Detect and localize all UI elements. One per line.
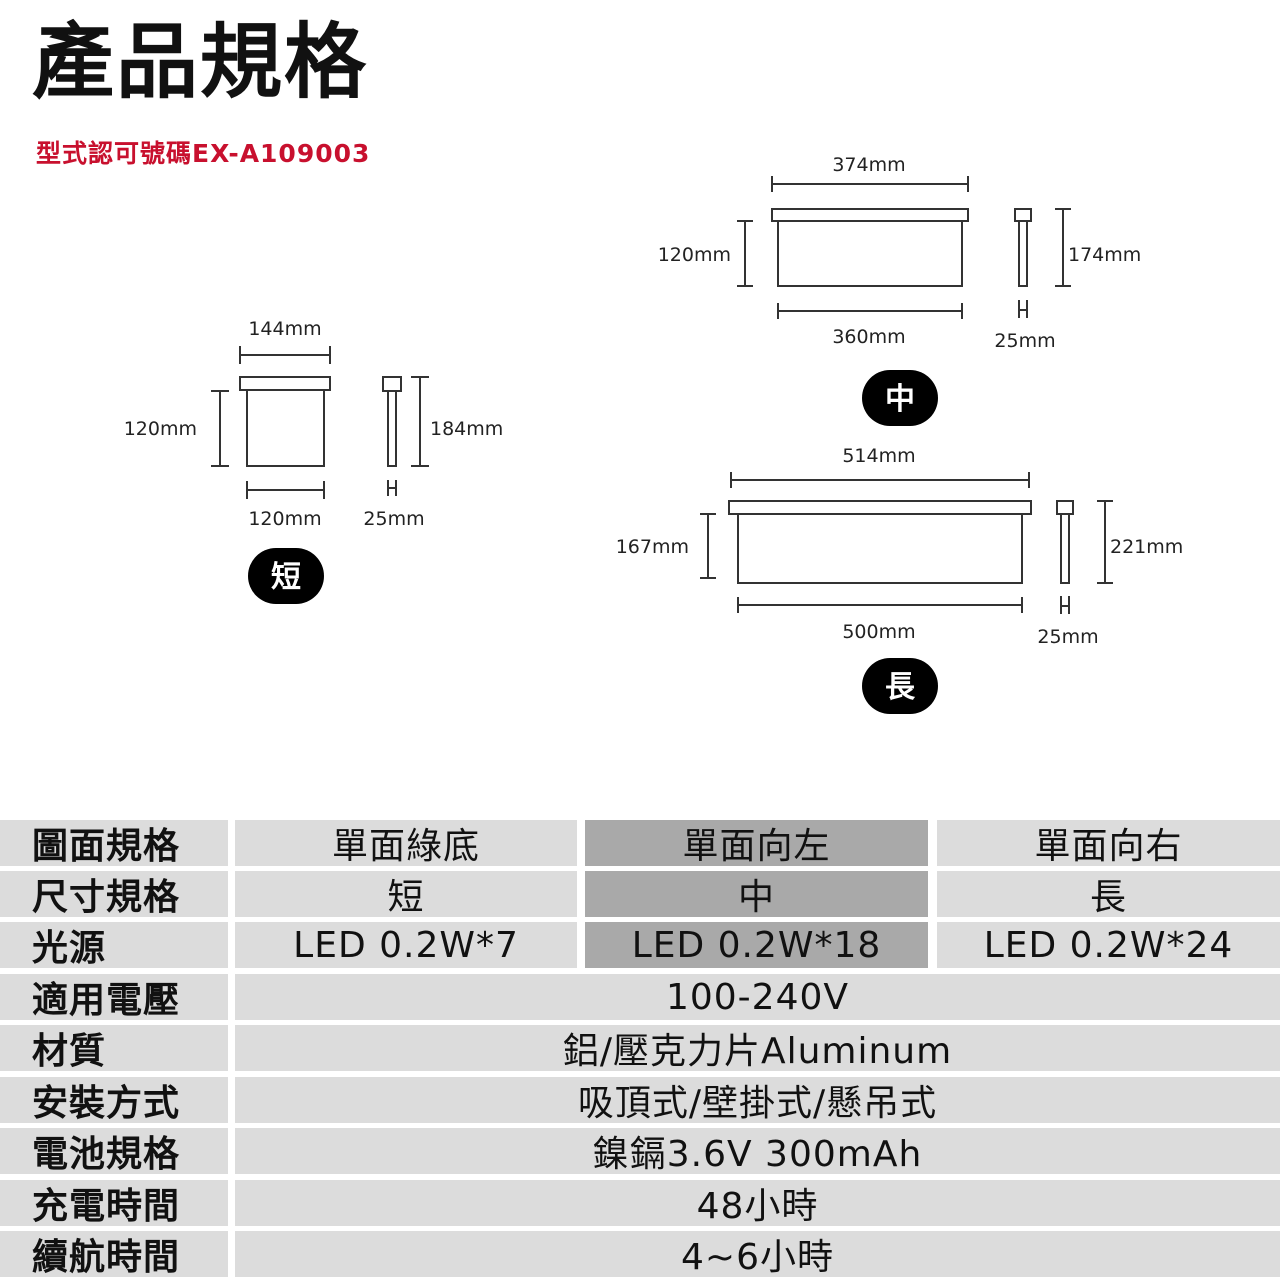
table-row: 電池規格 鎳鎘3.6V 300mAh: [0, 1128, 1280, 1175]
long-badge: [862, 658, 938, 714]
long-total-height-label: 221mm: [1110, 536, 1183, 558]
table-cell-highlight: 中: [585, 871, 928, 918]
table-cell: 100-240V: [235, 974, 1280, 1020]
short-depth-dimension: [387, 480, 397, 496]
medium-depth-dimension: [1018, 300, 1028, 318]
long-side-cap: [1056, 500, 1074, 515]
short-top-bar: [239, 376, 331, 391]
short-top-dimension: [239, 346, 331, 364]
short-total-height-label: 184mm: [430, 418, 503, 440]
table-row: 適用電壓 100-240V: [0, 974, 1280, 1021]
medium-top-bar: [771, 208, 969, 222]
long-bottom-width-label: 500mm: [842, 621, 915, 643]
table-cell-highlight: 單面向左: [585, 820, 928, 867]
long-height-label: 167mm: [616, 536, 689, 558]
long-top-bar: [728, 500, 1032, 515]
medium-side-cap: [1014, 208, 1032, 222]
row-label: 尺寸規格: [0, 871, 228, 918]
table-row: 尺寸規格 短 中 長: [0, 871, 1280, 918]
long-depth-label: 25mm: [1037, 626, 1098, 648]
medium-badge: [862, 370, 938, 426]
table-cell: 鋁/壓克力片Aluminum: [235, 1025, 1280, 1072]
row-label: 材質: [0, 1025, 228, 1072]
medium-body: [777, 220, 963, 287]
short-side-cap: [382, 376, 402, 392]
table-cell: 鎳鎘3.6V 300mAh: [235, 1128, 1280, 1175]
row-label: 電池規格: [0, 1128, 228, 1175]
long-badge-label: 長: [885, 670, 916, 705]
table-row: 安裝方式 吸頂式/壁掛式/懸吊式: [0, 1077, 1280, 1124]
row-label: 續航時間: [0, 1231, 228, 1278]
table-row: 光源 LED 0.2W*7 LED 0.2W*18 LED 0.2W*24: [0, 922, 1280, 969]
long-top-width-label: 514mm: [842, 445, 915, 467]
approval-number: 型式認可號碼EX-A109003: [36, 139, 371, 168]
short-badge: [248, 548, 324, 604]
long-top-dimension: [730, 472, 1030, 488]
table-cell-highlight: LED 0.2W*18: [585, 922, 928, 968]
row-label: 充電時間: [0, 1180, 228, 1227]
medium-depth-label: 25mm: [994, 330, 1055, 352]
table-cell: 吸頂式/壁掛式/懸吊式: [235, 1077, 1280, 1124]
table-cell: 短: [235, 871, 577, 918]
table-cell: LED 0.2W*24: [937, 922, 1280, 968]
medium-height-dimension: [737, 220, 753, 287]
table-cell: 4~6小時: [235, 1231, 1280, 1278]
long-height-dimension: [700, 513, 716, 579]
short-depth-label: 25mm: [363, 508, 424, 530]
medium-side-stem: [1018, 220, 1028, 287]
medium-top-width-label: 374mm: [832, 154, 905, 176]
diagram-long: 514mm 167mm 500mm 221mm 25mm 長: [616, 445, 1183, 714]
row-label: 圖面規格: [0, 820, 228, 867]
long-body: [737, 513, 1023, 584]
medium-bottom-width-label: 360mm: [832, 326, 905, 348]
short-total-height-dimension: [411, 376, 429, 467]
table-row: 圖面規格 單面綠底 單面向左 單面向右: [0, 820, 1280, 867]
medium-height-label: 120mm: [658, 244, 731, 266]
row-label: 適用電壓: [0, 974, 228, 1021]
table-cell: 長: [937, 871, 1280, 918]
medium-bottom-dimension: [777, 303, 963, 319]
short-side-stem: [387, 390, 397, 467]
dimension-diagrams: 144mm 120mm 120mm 184mm 25mm 短 374mm 120…: [124, 154, 1183, 714]
short-height-label: 120mm: [124, 418, 197, 440]
long-side-stem: [1060, 513, 1070, 584]
page-title: 產品規格: [32, 15, 369, 110]
medium-top-dimension: [771, 176, 969, 192]
long-bottom-dimension: [737, 597, 1023, 613]
medium-total-height-label: 174mm: [1068, 244, 1141, 266]
diagram-short: 144mm 120mm 120mm 184mm 25mm 短: [124, 318, 503, 604]
diagram-medium: 374mm 120mm 360mm 174mm 25mm 中: [658, 154, 1141, 426]
long-depth-dimension: [1060, 596, 1070, 614]
long-total-height-dimension: [1097, 500, 1113, 584]
table-row: 充電時間 48小時: [0, 1180, 1280, 1227]
short-top-width-label: 144mm: [248, 318, 321, 340]
short-badge-label: 短: [271, 560, 301, 595]
table-row: 續航時間 4~6小時: [0, 1231, 1280, 1278]
short-bottom-width-label: 120mm: [248, 508, 321, 530]
table-cell: 48小時: [235, 1180, 1280, 1227]
table-cell: 單面綠底: [235, 820, 577, 867]
table-cell: LED 0.2W*7: [235, 922, 577, 968]
short-body: [246, 389, 325, 467]
short-bottom-dimension: [246, 481, 325, 499]
table-row: 材質 鋁/壓克力片Aluminum: [0, 1025, 1280, 1072]
medium-badge-label: 中: [885, 382, 915, 417]
medium-total-height-dimension: [1055, 208, 1071, 287]
table-cell: 單面向右: [937, 820, 1280, 867]
row-label: 光源: [0, 922, 228, 969]
row-label: 安裝方式: [0, 1077, 228, 1124]
short-height-dimension: [211, 390, 229, 467]
